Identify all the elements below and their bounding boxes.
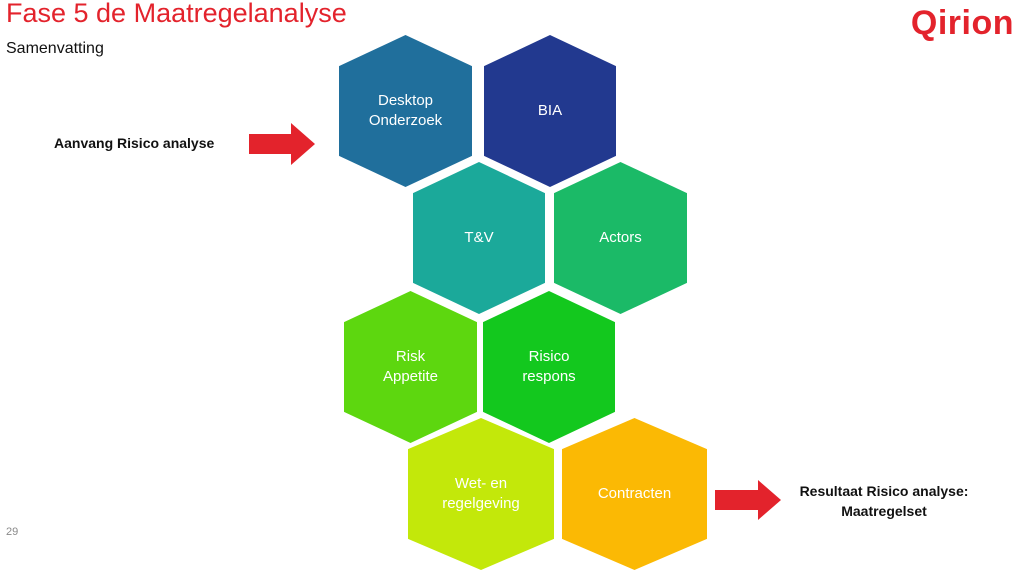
hex-contracten: Contracten	[562, 418, 707, 570]
page-number: 29	[6, 526, 19, 538]
hex-label: Risico respons	[522, 348, 576, 385]
hex-risk-appetite: Risk Appetite	[344, 291, 477, 443]
hex-label: T&V	[464, 229, 494, 246]
hex-label: Actors	[599, 229, 642, 246]
start-arrow-shape	[249, 123, 315, 165]
hex-label: Wet- en regelgeving	[442, 475, 520, 512]
start-arrow-icon	[249, 123, 315, 165]
hex-label: BIA	[537, 102, 563, 119]
hex-t-en-v: T&V	[413, 162, 545, 314]
qirion-logo: Qirion	[910, 4, 1014, 42]
hex-wet-en-regelgeving: Wet- en regelgeving	[408, 418, 554, 570]
start-label: Aanvang Risico analyse	[54, 135, 215, 151]
hex-label: Risk Appetite	[382, 348, 439, 385]
hex-label: Contracten	[597, 485, 672, 502]
slide-subtitle: Samenvatting	[6, 40, 104, 57]
hex-label: Desktop Onderzoek	[368, 92, 443, 129]
hex-desktop-onderzoek: Desktop Onderzoek	[339, 35, 472, 187]
result-arrow-icon	[715, 480, 781, 520]
hex-risico-respons: Risico respons	[483, 291, 615, 443]
slide-title: Fase 5 de Maatregelanalyse	[6, 0, 347, 28]
hex-actors: Actors	[554, 162, 687, 314]
result-label: Resultaat Risico analyse: Maatregelset	[799, 483, 969, 519]
result-arrow-shape	[715, 480, 781, 520]
hex-bia: BIA	[484, 35, 616, 187]
